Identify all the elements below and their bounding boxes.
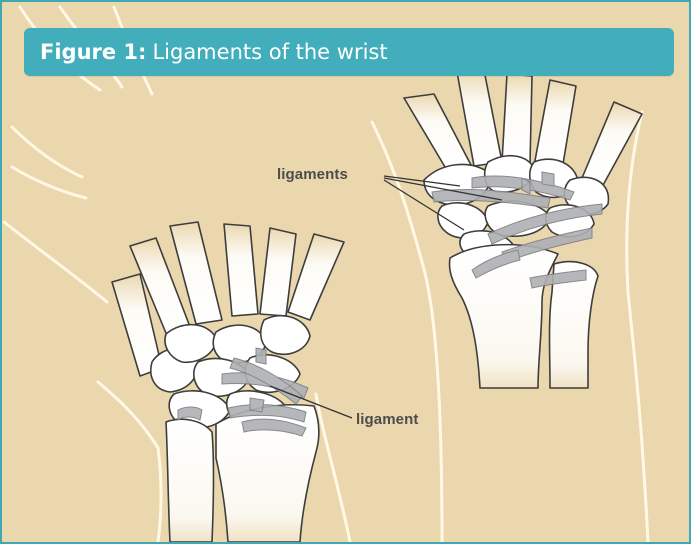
figure-title: Ligaments of the wrist [152,42,387,63]
callout-ligament: ligament [356,412,418,427]
figure-label: Figure 1: [40,42,146,63]
callout-ligaments: ligaments [277,167,348,182]
figure-caption: Figure 1: Ligaments of the wrist [24,28,674,76]
